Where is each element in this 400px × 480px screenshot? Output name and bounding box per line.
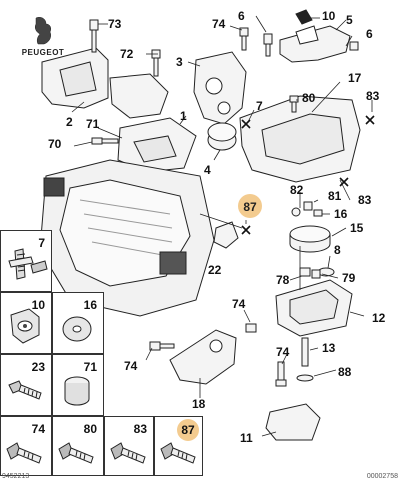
callout-79: 79 (342, 271, 356, 285)
callout-72: 72 (120, 47, 134, 61)
hex-bolt-icon (8, 380, 42, 400)
legend-cell-71: 71 (52, 354, 104, 416)
washer-icon (62, 316, 92, 342)
callout-81: 81 (328, 189, 342, 203)
lion-logo-icon (34, 17, 52, 45)
legend-cell-7: 7 (0, 230, 52, 292)
legend-cell-80: 80 (52, 416, 104, 476)
legend-num-23: 23 (31, 360, 45, 374)
callout-87-highlight: 87 (238, 194, 262, 218)
mounting-bracket-icon (10, 308, 40, 344)
callout-18: 18 (192, 397, 206, 411)
callout-87: 87 (243, 200, 257, 214)
callout-88: 88 (338, 365, 352, 379)
callout-15: 15 (350, 221, 364, 235)
legend-cell-23: 23 (0, 354, 52, 416)
legend-num-87: 87 (177, 419, 199, 441)
callout-16: 16 (334, 207, 348, 221)
legend-cell-87: 87 (154, 416, 203, 476)
callout-74-mid: 74 (232, 297, 246, 311)
callout-4: 4 (204, 163, 211, 177)
peugeot-logo: PEUGEOT (6, 14, 80, 57)
callout-3: 3 (176, 55, 183, 69)
legend-cell-74: 74 (0, 416, 52, 476)
callout-83-top: 83 (366, 89, 380, 103)
legend-cell-16: 16 (52, 292, 104, 354)
callout-10: 10 (322, 9, 336, 23)
callout-82: 82 (290, 183, 304, 197)
callout-71: 71 (86, 117, 100, 131)
parts-legend: 7 10 16 23 (0, 230, 203, 478)
callout-83-bottom: 83 (358, 193, 372, 207)
footer-right-code: 00002758 (366, 473, 398, 480)
callout-1: 1 (180, 109, 187, 123)
callout-74-top: 74 (212, 17, 226, 31)
callout-6-top: 6 (238, 9, 245, 23)
legend-num-10: 10 (31, 298, 45, 312)
legend-num-71: 71 (83, 360, 97, 374)
legend-num-16: 16 (83, 298, 97, 312)
flange-bolt-icon (6, 442, 42, 464)
stud-bolt-icon (8, 248, 48, 280)
callout-6-right: 6 (366, 27, 373, 41)
legend-num-74: 74 (31, 422, 45, 436)
flange-bolt-icon (160, 442, 196, 464)
flange-bolt-icon (110, 442, 146, 464)
flange-bolt-icon (58, 442, 94, 464)
bushing-icon (64, 376, 90, 406)
legend-cell-83: 83 (104, 416, 154, 476)
callout-11: 11 (240, 431, 253, 445)
callout-7: 7 (256, 99, 263, 113)
callout-8: 8 (334, 243, 341, 257)
callout-12: 12 (372, 311, 386, 325)
callout-22: 22 (208, 263, 222, 277)
callout-5: 5 (346, 13, 353, 27)
callout-74-right: 74 (276, 345, 290, 359)
legend-num-7: 7 (38, 236, 45, 250)
callout-73: 73 (108, 17, 122, 31)
callout-17: 17 (348, 71, 362, 85)
callout-70: 70 (48, 137, 62, 151)
callout-2: 2 (66, 115, 73, 129)
callout-78: 78 (276, 273, 290, 287)
brand-name: PEUGEOT (21, 48, 65, 57)
callout-13: 13 (322, 341, 336, 355)
callout-74-left: 74 (124, 359, 138, 373)
legend-num-80: 80 (83, 422, 97, 436)
legend-num-83: 83 (133, 422, 147, 436)
legend-cell-10: 10 (0, 292, 52, 354)
callout-80: 80 (302, 91, 316, 105)
footer-left-code: 9452213 (2, 473, 30, 480)
